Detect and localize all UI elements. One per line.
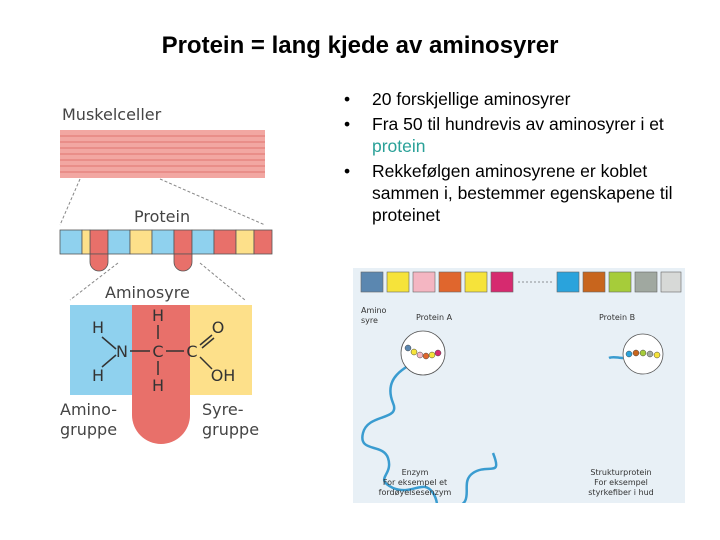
protein-a-coil [361,330,498,503]
bullet-text: Rekkefølgen aminosyrene er koblet sammen… [372,161,673,225]
amino-group-label-2: gruppe [60,420,117,439]
bullet-item: Rekkefølgen aminosyrene er koblet sammen… [338,160,700,226]
atom-c: C [186,342,197,361]
protein-b-shape [608,333,664,375]
muscle-fiber [60,130,265,178]
atom-h: H [152,376,164,395]
figure-background [353,268,685,503]
bullet-list: 20 forskjellige aminosyrer Fra 50 til hu… [338,88,700,229]
atom-n: N [116,342,128,361]
atom-h: H [92,366,104,385]
chain-row [360,271,682,293]
protein-a-label: Protein A [416,313,453,322]
amino-group-label-1: Amino- [60,400,117,419]
muscle-label: Muskelceller [62,105,162,124]
atom-c: C [152,342,163,361]
enzyme-label-1: Enzym [402,468,429,477]
atom-h: H [152,306,164,325]
enzyme-label-2: For eksempel et [383,478,447,487]
bullet-item: 20 forskjellige aminosyrer [338,88,700,110]
amino-acid-structure: H H N H C H C O OH [70,305,252,444]
bullet-text: 20 forskjellige aminosyrer [372,89,571,109]
slide-title: Protein = lang kjede av aminosyrer [161,32,559,59]
structural-label-3: styrkefiber i hud [588,488,653,497]
amino-label-1: Amino [361,306,387,315]
structural-label-1: Strukturprotein [590,468,651,477]
structural-label-2: For eksempel [594,478,648,487]
amino-acid-label: Aminosyre [105,283,190,302]
protein-shapes-figure: Amino syre Protein A Protein B Enzym For… [353,268,685,503]
protein-chain [59,229,273,272]
protein-label: Protein [134,207,190,226]
atom-o: O [212,318,225,337]
amino-acid-figure: Muskelceller Protein Aminosyre H [59,105,273,444]
bullet-text: Fra 50 til hundrevis av aminosyrer i et [372,114,664,134]
bullet-item: Fra 50 til hundrevis av aminosyrer i et … [338,113,700,157]
protein-link[interactable]: protein [372,136,426,156]
amino-label-2: syre [361,316,378,325]
atom-h: H [92,318,104,337]
acid-group-label-1: Syre- [202,400,243,419]
enzyme-label-3: fordøyelsesenzym [379,488,452,497]
atom-oh: OH [211,366,236,385]
protein-b-label: Protein B [599,313,635,322]
acid-group-label-2: gruppe [202,420,259,439]
